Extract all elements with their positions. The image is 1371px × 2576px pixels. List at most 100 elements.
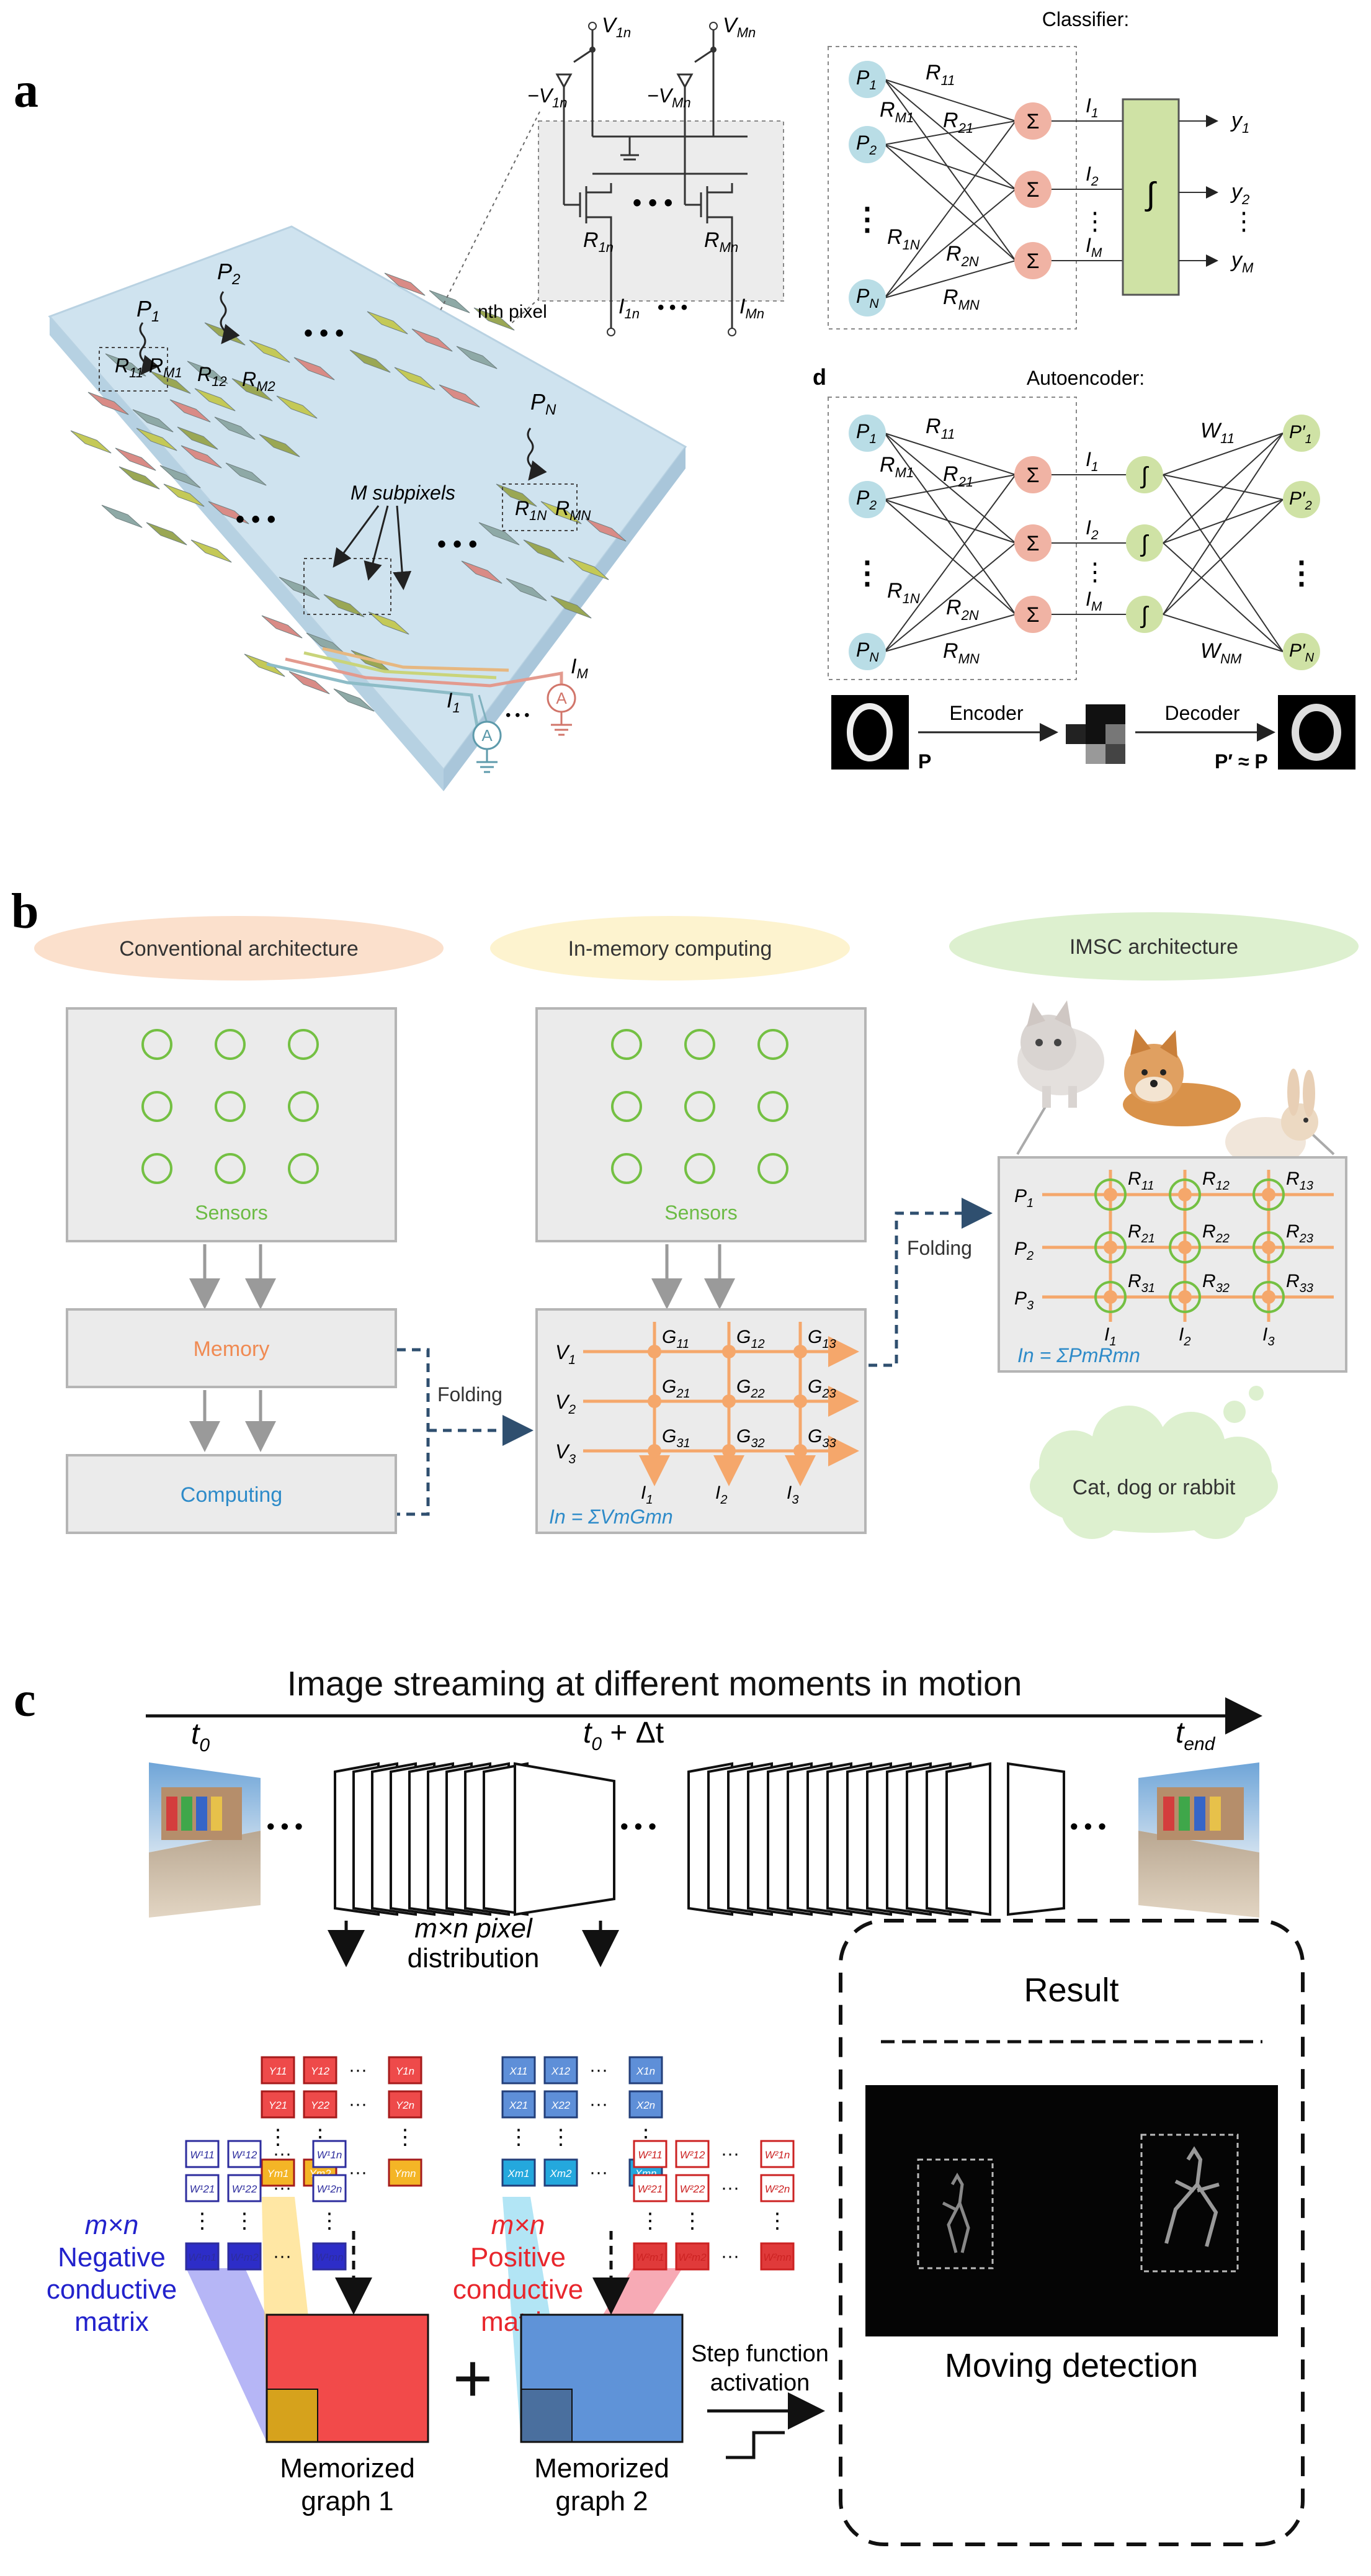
v1n-terminal xyxy=(588,22,597,30)
main: R xyxy=(926,61,941,84)
w2-matrix-cell-label: W²2n xyxy=(765,2183,790,2195)
crossbar-r-sensor xyxy=(1253,1281,1285,1313)
crossbar-r-node xyxy=(1178,1188,1192,1201)
subpixel-5-5 xyxy=(568,557,609,580)
w1-matrix-cell-label: W¹11 xyxy=(190,2149,214,2161)
crossbar-g-label: G11 xyxy=(662,1327,689,1351)
pixel-outline-1 xyxy=(99,347,168,392)
label-r12: R12 xyxy=(197,363,227,389)
crossbar-box-r xyxy=(998,1156,1347,1373)
main: R xyxy=(943,285,958,309)
w2-matrix-dots: ··· xyxy=(721,2246,739,2266)
w2-matrix-cell xyxy=(633,2242,668,2271)
vmn-terminal xyxy=(709,22,718,30)
w2-matrix-cell xyxy=(633,2174,668,2202)
main: P xyxy=(856,639,870,661)
subpixel-3-8 xyxy=(439,384,480,408)
w1-matrix-cell-label: W¹m1 xyxy=(188,2251,216,2263)
autoencoder-current-dots: ⋮ xyxy=(1083,559,1107,586)
label-computing: Computing xyxy=(181,1483,282,1507)
classifier-edge xyxy=(884,260,1016,298)
main: R xyxy=(880,453,895,477)
main: I xyxy=(787,1483,792,1503)
autoencoder-input-dots: ⋮ xyxy=(852,555,883,590)
subpixel-5-8 xyxy=(550,595,592,619)
classifier-sum-symbol: Σ xyxy=(1026,249,1039,273)
label-pos-3: conductive xyxy=(453,2274,583,2305)
classifier-sum-symbol: Σ xyxy=(1026,110,1039,133)
dots-currents: • • • xyxy=(658,297,687,318)
crossbar-r-node xyxy=(1262,1290,1275,1304)
crossbar-r-sensor xyxy=(1094,1231,1127,1263)
w1-matrix-dots: ··· xyxy=(273,2246,292,2266)
autoencoder-box xyxy=(828,397,1077,680)
subscript: 2 xyxy=(1026,1249,1034,1263)
w2-matrix-cell xyxy=(675,2140,710,2168)
y-matrix-cell-label: Y12 xyxy=(311,2065,330,2077)
subscript: 1 xyxy=(1305,433,1312,446)
subscript: 2 xyxy=(869,143,877,158)
crossbar-r-node xyxy=(1104,1188,1117,1201)
main: R xyxy=(1286,1169,1300,1189)
label-neg-3: conductive xyxy=(47,2274,177,2305)
subscript: 1 xyxy=(1109,1335,1116,1349)
crossbar-p-label: P2 xyxy=(1014,1239,1034,1263)
subpixel-5-6 xyxy=(461,560,502,584)
subscript: 1 xyxy=(1242,120,1249,136)
subpixel-4-3 xyxy=(261,615,303,639)
computing-box xyxy=(66,1454,397,1534)
sensor-circle xyxy=(215,1091,246,1122)
classifier-weight-label: RM1 xyxy=(880,98,914,125)
subpixel-3-0 xyxy=(384,272,426,296)
crossbar-r-label: R22 xyxy=(1202,1221,1230,1245)
autoencoder-sum-node xyxy=(1014,524,1052,562)
sensor-circle xyxy=(684,1029,715,1060)
crossbar-g-label: G13 xyxy=(808,1327,836,1351)
subpixel-5-4 xyxy=(523,539,565,563)
crossbar-r-label: R32 xyxy=(1202,1271,1230,1295)
main: V xyxy=(555,1391,570,1413)
autoencoder-input-label: P2 xyxy=(856,487,877,513)
node-vmn xyxy=(710,47,717,53)
subscript: N xyxy=(1305,651,1315,665)
subpixel-0-0 xyxy=(105,353,146,377)
y-matrix-cell-label: Ymn xyxy=(395,2168,416,2179)
label-i1: I1 xyxy=(447,689,460,716)
w2-matrix-cell-label: W²21 xyxy=(638,2183,663,2195)
main: R xyxy=(1202,1221,1216,1242)
y-matrix-cell-label: Y22 xyxy=(311,2099,330,2111)
x-matrix-dots: ··· xyxy=(589,2162,608,2183)
w2-matrix-cell xyxy=(760,2242,795,2271)
dots-stream-1: • • • xyxy=(267,1813,303,1839)
detection-box-2 xyxy=(1140,2134,1239,2273)
classifier-edge xyxy=(884,120,1016,145)
subpixel-4-0 xyxy=(279,577,320,600)
label-neg-2: Negative xyxy=(58,2242,166,2273)
w2-matrix-cell-label: W²m1 xyxy=(636,2251,664,2263)
subscript: 12 xyxy=(1216,1179,1230,1193)
label-r1n-circ: R1n xyxy=(583,228,614,255)
w1-matrix-cell xyxy=(185,2174,220,2202)
bubble-in-memory xyxy=(490,916,850,981)
subscript: 23 xyxy=(1299,1232,1313,1245)
subscript: 11 xyxy=(941,426,955,442)
crossbar-r-node xyxy=(1104,1290,1117,1304)
main: P′ xyxy=(1289,640,1306,661)
main: W xyxy=(1200,419,1222,442)
subscript: 3 xyxy=(568,1452,576,1466)
main: R xyxy=(943,639,958,663)
cat-image xyxy=(1017,1000,1104,1108)
rabbit-image xyxy=(1225,1069,1318,1167)
subscript: 32 xyxy=(1216,1281,1230,1295)
sensor-circles-in-memory xyxy=(611,1029,788,1184)
label-m-subpixels: M subpixels xyxy=(351,482,455,504)
main: P′ xyxy=(1289,488,1306,509)
label-sensors-conventional: Sensors xyxy=(195,1201,267,1224)
main: G xyxy=(736,1376,751,1397)
x-matrix-dots: ··· xyxy=(589,2094,608,2114)
subscript: 32 xyxy=(751,1437,764,1450)
sensor-circle xyxy=(757,1153,788,1184)
label-r11: R11 xyxy=(115,354,143,380)
classifier-current-label: I1 xyxy=(1086,94,1099,120)
folding-bracket-2 xyxy=(869,1198,993,1367)
